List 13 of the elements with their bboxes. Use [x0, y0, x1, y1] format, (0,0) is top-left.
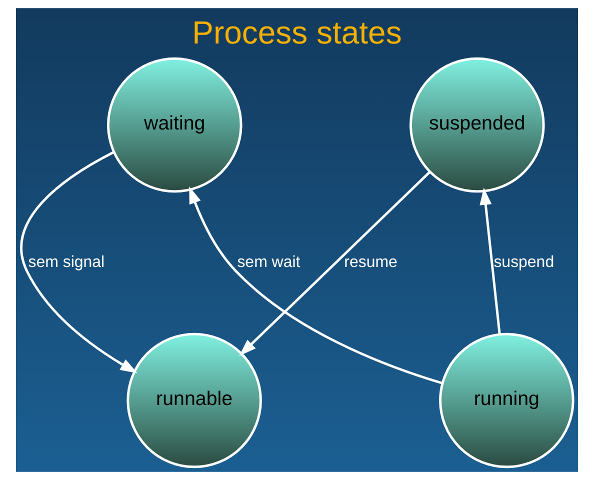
- arrow: [238, 171, 430, 356]
- arrow: [188, 186, 442, 384]
- node-circle: suspended: [409, 57, 544, 193]
- node-circle: runnable: [126, 332, 262, 468]
- diagram-title: Process states: [192, 14, 402, 51]
- arrow: [20, 151, 138, 374]
- node-circle: waiting: [106, 57, 242, 193]
- edge-label: resume: [344, 254, 397, 271]
- edge-label: sem signal: [28, 254, 104, 271]
- edge-label: suspend: [493, 254, 554, 271]
- arrow: [479, 188, 500, 334]
- edge-label: sem wait: [236, 254, 300, 271]
- node-circle: running: [438, 332, 574, 468]
